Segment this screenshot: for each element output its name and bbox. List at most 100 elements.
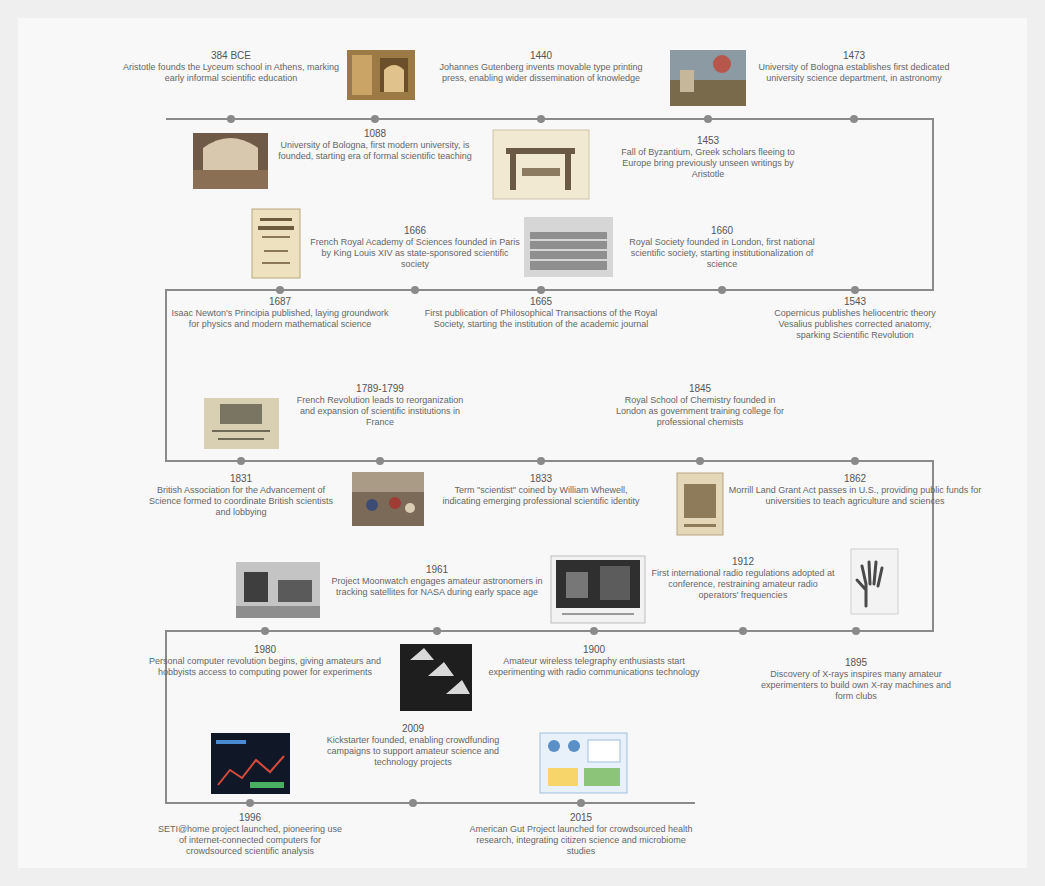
event-year: 384 BCE bbox=[119, 50, 343, 62]
event-description: Project Moonwatch engages amateur astron… bbox=[326, 576, 548, 598]
event-description: SETI@home project launched, pioneering u… bbox=[158, 824, 343, 857]
timeline-event: 1789-1799French Revolution leads to reor… bbox=[295, 383, 465, 428]
thumbnail bbox=[551, 556, 645, 623]
event-year: 1453 bbox=[616, 135, 800, 147]
thumbnail-detail bbox=[258, 226, 294, 230]
thumbnail-detail bbox=[236, 606, 320, 618]
thumbnail-detail bbox=[548, 768, 578, 786]
event-year: 1831 bbox=[143, 473, 339, 485]
thumb-british-association bbox=[204, 398, 279, 449]
event-description: American Gut Project launched for crowds… bbox=[463, 824, 699, 857]
event-description: French Royal Academy of Sciences founded… bbox=[308, 237, 522, 270]
thumb-personal-computer bbox=[400, 644, 472, 711]
thumbnail-detail bbox=[857, 562, 882, 606]
thumbnail-detail bbox=[244, 572, 268, 602]
thumb-printing-press bbox=[493, 130, 589, 199]
thumbnail-detail bbox=[530, 240, 607, 260]
event-year: 1665 bbox=[415, 296, 667, 308]
timeline-dots bbox=[227, 115, 860, 807]
thumbnail-detail bbox=[565, 148, 571, 190]
thumb-bologna-battle bbox=[670, 50, 746, 106]
dot bbox=[227, 115, 235, 123]
timeline-event: 1440Johannes Gutenberg invents movable t… bbox=[438, 50, 644, 84]
event-year: 1440 bbox=[438, 50, 644, 62]
thumbnail bbox=[493, 130, 589, 199]
thumbnail-detail bbox=[684, 484, 716, 518]
event-description: Isaac Newton's Principia published, layi… bbox=[169, 308, 391, 330]
dot bbox=[537, 115, 545, 123]
thumbnail-detail bbox=[366, 499, 378, 511]
event-year: 1996 bbox=[158, 812, 343, 824]
event-description: Term "scientist" coined by William Whewe… bbox=[442, 485, 640, 507]
event-year: 1833 bbox=[442, 473, 640, 485]
timeline-event: 1831British Association for the Advancem… bbox=[143, 473, 339, 518]
event-description: Johannes Gutenberg invents movable type … bbox=[438, 62, 644, 84]
thumbnail-detail bbox=[680, 70, 694, 92]
dot bbox=[246, 799, 254, 807]
timeline-event: 1687Isaac Newton's Principia published, … bbox=[169, 296, 391, 330]
thumbnail bbox=[252, 209, 300, 278]
thumbnail-detail bbox=[389, 497, 401, 509]
event-year: 1473 bbox=[748, 50, 960, 62]
event-description: Royal School of Chemistry founded in Lon… bbox=[610, 395, 790, 428]
event-description: First publication of Philosophical Trans… bbox=[415, 308, 667, 330]
thumbnail-detail bbox=[566, 572, 588, 598]
thumbnail-detail bbox=[684, 524, 716, 527]
dot bbox=[739, 627, 747, 635]
event-description: First international radio regulations ad… bbox=[649, 568, 837, 601]
event-year: 1543 bbox=[762, 296, 948, 308]
dot bbox=[704, 115, 712, 123]
thumbnail-detail bbox=[250, 782, 284, 788]
thumbnail-detail bbox=[530, 232, 607, 270]
timeline-event: 1833Term "scientist" coined by William W… bbox=[442, 473, 640, 507]
dot bbox=[850, 115, 858, 123]
thumbnail-detail bbox=[352, 55, 372, 95]
event-year: 1660 bbox=[627, 225, 817, 237]
thumbnail bbox=[670, 50, 746, 106]
thumbnail-detail bbox=[212, 430, 270, 432]
thumbnail-detail bbox=[262, 262, 290, 264]
event-description: Morrill Land Grant Act passes in U.S., p… bbox=[728, 485, 983, 507]
event-description: University of Bologna establishes first … bbox=[748, 62, 960, 84]
thumbnail-detail bbox=[203, 138, 258, 170]
timeline-event: 1453Fall of Byzantium, Greek scholars fl… bbox=[616, 135, 800, 180]
thumbnail-detail bbox=[522, 168, 560, 176]
event-description: Royal Society founded in London, first n… bbox=[627, 237, 817, 270]
thumbnail-detail bbox=[568, 740, 580, 752]
thumbnail bbox=[352, 472, 424, 526]
thumbnail bbox=[400, 644, 472, 711]
timeline-line bbox=[166, 119, 933, 803]
dot bbox=[718, 286, 726, 294]
event-year: 1895 bbox=[756, 657, 956, 669]
thumbnail-detail bbox=[216, 740, 246, 744]
thumb-xray bbox=[851, 549, 898, 614]
event-year: 1912 bbox=[649, 556, 837, 568]
event-description: Personal computer revolution begins, giv… bbox=[143, 656, 388, 678]
thumbnail bbox=[540, 733, 627, 793]
dot bbox=[276, 286, 284, 294]
event-year: 1961 bbox=[326, 564, 548, 576]
timeline-event: 2015American Gut Project launched for cr… bbox=[463, 812, 699, 857]
thumbnail-detail bbox=[384, 65, 404, 92]
event-year: 2009 bbox=[304, 723, 522, 735]
thumbnail-detail bbox=[260, 218, 292, 221]
thumb-royal-society bbox=[524, 217, 613, 277]
thumbnail-detail bbox=[562, 613, 634, 615]
timeline-event: 1660Royal Society founded in London, fir… bbox=[627, 225, 817, 270]
thumbnail-detail bbox=[548, 740, 560, 752]
dot bbox=[237, 457, 245, 465]
thumbnail-detail bbox=[220, 404, 262, 424]
timeline-event: 1895Discovery of X-rays inspires many am… bbox=[756, 657, 956, 702]
event-description: Aristotle founds the Lyceum school in At… bbox=[119, 62, 343, 84]
thumb-wireless bbox=[551, 556, 645, 623]
event-description: French Revolution leads to reorganizatio… bbox=[295, 395, 465, 428]
event-description: British Association for the Advancement … bbox=[143, 485, 339, 518]
thumbnail-detail bbox=[264, 250, 288, 252]
thumbnail bbox=[851, 549, 898, 614]
thumbnail bbox=[524, 217, 613, 277]
thumb-moonwatch bbox=[236, 562, 320, 618]
dot bbox=[409, 799, 417, 807]
event-year: 1789-1799 bbox=[295, 383, 465, 395]
